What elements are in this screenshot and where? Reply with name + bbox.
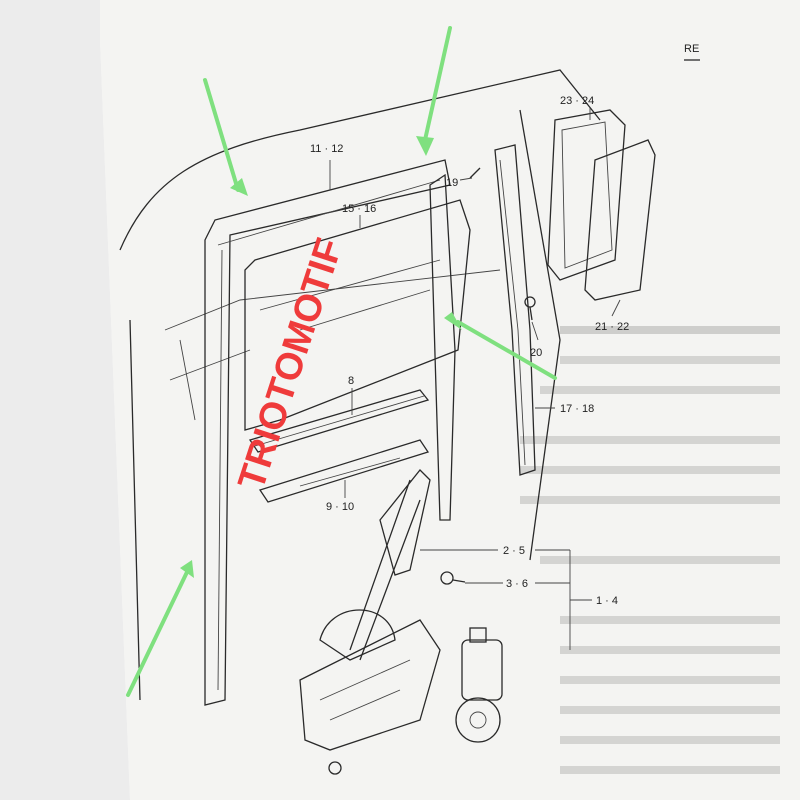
- callout-17-18: 17 · 18: [560, 403, 594, 415]
- green-arrow-top-center: [416, 26, 452, 156]
- glass-run-frame: [204, 159, 451, 706]
- belt-moulding-inner: [254, 395, 425, 447]
- callout-8: 8: [348, 375, 354, 387]
- weatherstrip-inner: [299, 457, 401, 487]
- regulator-motor: [455, 627, 503, 743]
- regulator-sector-gear: [319, 609, 396, 661]
- callout-23-24: 23 · 24: [560, 95, 594, 107]
- callout-19: 19: [446, 177, 458, 189]
- rear-channel-inner: [499, 159, 526, 466]
- quarter-glass: [584, 139, 656, 301]
- bolt-bottom: [328, 761, 342, 775]
- quarter-window-seal: [547, 109, 626, 281]
- rear-channel: [494, 144, 536, 476]
- regulator-base-plate: [299, 619, 441, 751]
- callout-1-4: 1 · 4: [596, 595, 618, 607]
- center-channel: [429, 173, 456, 521]
- weatherstrip: [258, 439, 430, 503]
- paper-sheet: [100, 0, 800, 800]
- window-glass: [244, 199, 471, 431]
- leader-lines: [329, 108, 621, 650]
- green-arrow-right: [444, 312, 557, 380]
- green-arrow-bottom-left: [126, 560, 194, 697]
- callout-9-10: 9 · 10: [326, 501, 354, 513]
- paper-shadow: [0, 0, 130, 800]
- regulator-plate-detail: [319, 659, 411, 721]
- callout-20: 20: [530, 347, 542, 359]
- green-arrow-top-left: [203, 78, 248, 196]
- cab-inner-line: [164, 269, 501, 421]
- bolt-3-6: [440, 571, 466, 585]
- cab-outline: [119, 69, 601, 701]
- regulator-link: [349, 479, 421, 661]
- bolt-20: [524, 296, 536, 321]
- belt-moulding: [248, 389, 430, 453]
- glass-shine: [259, 259, 441, 331]
- callout-3-6: 3 · 6: [506, 578, 528, 590]
- callout-21-22: 21 · 22: [595, 321, 629, 333]
- screw-19: [469, 167, 481, 179]
- quarter-window-seal-inner: [561, 121, 613, 269]
- callout-15-16: 15 · 16: [342, 203, 376, 215]
- background-text-lines: [520, 326, 780, 774]
- glass-run-inner: [217, 179, 441, 691]
- callout-11-12: 11 · 12: [310, 143, 343, 155]
- regulator-arm: [379, 469, 431, 576]
- header-text: RE: [684, 43, 699, 55]
- callout-2-5: 2 · 5: [503, 545, 525, 557]
